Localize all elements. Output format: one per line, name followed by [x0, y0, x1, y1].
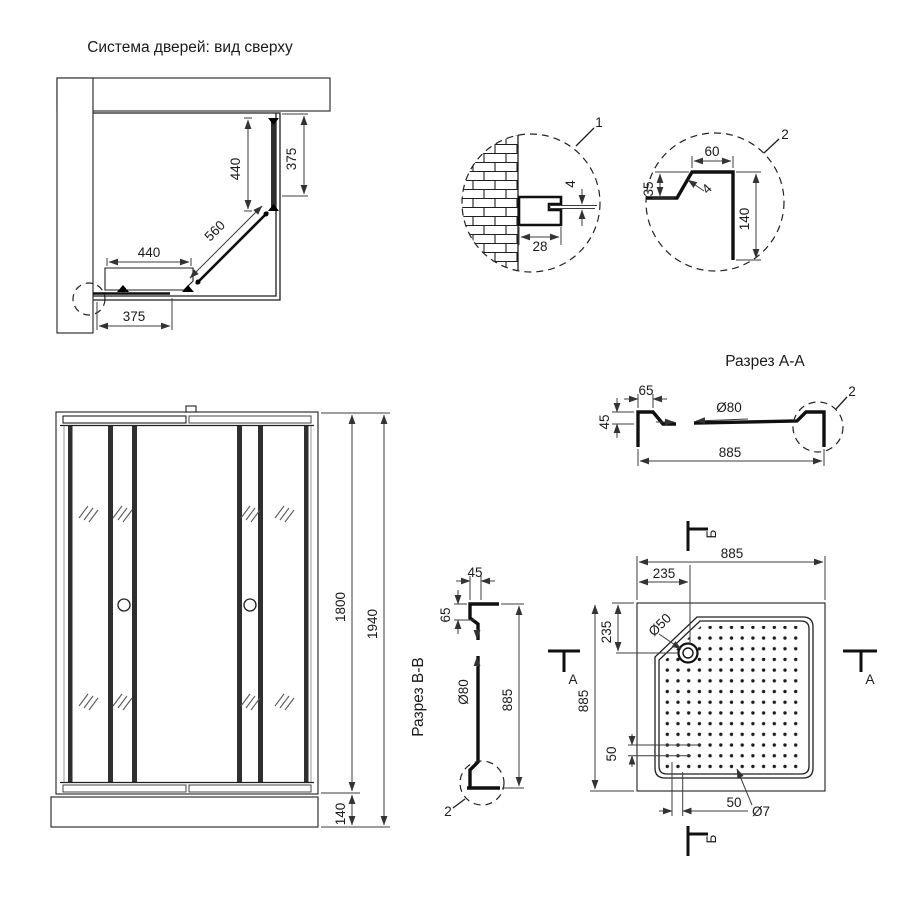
dim-dot-diameter: Ø7	[752, 804, 770, 819]
marker-a-right-label: А	[865, 672, 874, 687]
marker-b-bottom-label: Б	[704, 834, 719, 843]
detail-2-circle	[645, 132, 785, 272]
section-aa-title: Разрез А-А	[725, 353, 805, 370]
front-bottom-rail	[60, 781, 314, 793]
detail-1-ref-label: 1	[595, 115, 603, 130]
front-tray	[50, 796, 319, 828]
section-bb-ref-label: 2	[444, 804, 452, 819]
marker-b-top-label: Б	[704, 529, 719, 538]
plan-view: 440 375 560 440 375	[56, 77, 331, 334]
section-aa-detail-circle	[792, 401, 844, 453]
section-bb-title: Разрез В-В	[410, 657, 427, 737]
tray-center-lines	[616, 565, 691, 654]
dim-width: 885	[500, 689, 515, 712]
dim-drain: Ø80	[456, 679, 471, 705]
detail-1-wall-profile	[517, 195, 563, 227]
section-aa: Разрез А-А 2 65 45 Ø80 885	[597, 353, 856, 466]
section-aa-ref-label: 2	[848, 384, 856, 399]
section-marker-a-left: А	[548, 649, 580, 687]
dim-tray-height: 140	[333, 803, 348, 826]
detail-1-glass	[549, 205, 597, 209]
drain	[677, 642, 699, 664]
section-marker-b-top: Б	[686, 521, 719, 551]
detail-1-reference-circle	[72, 282, 106, 316]
section-bb-profile	[467, 602, 500, 790]
door-panel-right	[268, 118, 279, 211]
dim-height: 45	[597, 414, 612, 429]
section-marker-a-right: А	[843, 649, 877, 687]
section-bb-detail-circle	[459, 760, 505, 806]
front-dimensions: 1800 140 1940	[321, 412, 390, 828]
dim-width-left: 885	[576, 690, 591, 713]
dim-left: 35	[641, 181, 656, 196]
dim-ledge: 45	[467, 565, 482, 580]
section-aa-dimensions: 65 45 Ø80 885	[597, 383, 825, 466]
front-top-tab	[185, 405, 197, 413]
dim-drain: Ø80	[716, 400, 742, 415]
dim-drain-y: 235	[599, 621, 614, 644]
section-marker-b-bottom: Б	[686, 826, 719, 856]
detail-2-ref-label: 2	[781, 127, 789, 142]
front-glass-posts	[63, 426, 312, 782]
front-view: 1800 140 1940	[50, 405, 390, 828]
dim-glass-gap: 4	[563, 180, 578, 188]
door-handle-right	[243, 598, 257, 612]
section-bb-dimensions: 45 65 Ø80 885	[438, 565, 524, 789]
dim-width-top: 885	[721, 546, 744, 561]
tray-basin-outer	[654, 616, 814, 779]
marker-a-left-label: А	[568, 672, 577, 687]
dim-profile-width: 28	[532, 239, 547, 254]
dim-panel-right: 375	[284, 148, 299, 171]
dim-width: 885	[719, 445, 742, 460]
dim-total-height: 1940	[365, 609, 380, 639]
section-markers: Б Б А А	[548, 521, 877, 856]
dim-door-bottom: 440	[138, 245, 161, 260]
tray-basin-inner	[658, 620, 810, 775]
dim-height: 140	[737, 208, 752, 231]
brick-wall-top	[56, 77, 331, 112]
dim-depth: 65	[438, 607, 453, 622]
front-frame	[55, 411, 319, 795]
dim-door-right: 440	[228, 158, 243, 181]
section-bb: Разрез В-В 2 45 65 Ø80 885	[410, 565, 524, 819]
tray-top-view: 885 235 235 885 50 50 Ø7 Ø50	[548, 521, 877, 856]
dim-panel-bottom: 375	[123, 309, 146, 324]
page-title: Система дверей: вид сверху	[87, 39, 293, 56]
dim-door-height: 1800	[333, 592, 348, 622]
dim-drain-x: 235	[653, 566, 676, 581]
dim-top: 60	[704, 144, 719, 159]
detail-1-dimensions: 4 28	[518, 180, 586, 254]
door-panel-bottom	[93, 267, 194, 295]
dim-ledge: 65	[638, 383, 653, 398]
tray-dimensions: 885 235 235 885 50 50 Ø7 Ø50	[576, 546, 826, 819]
dim-dot-spacing-bottom: 50	[726, 795, 741, 810]
door-handle-left	[117, 598, 131, 612]
dim-dot-spacing-left: 50	[604, 746, 619, 761]
brick-wall-left	[56, 77, 94, 334]
front-top-rail	[60, 415, 314, 427]
